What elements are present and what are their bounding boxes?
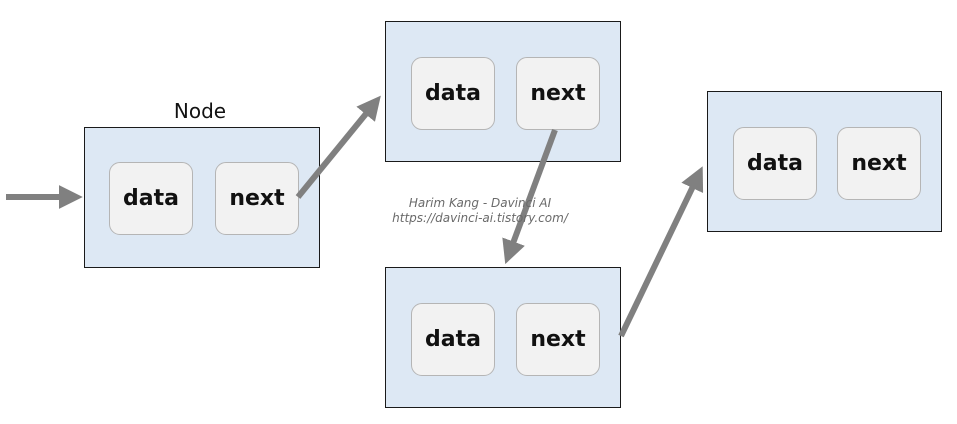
node-1-data-field: data xyxy=(109,162,193,235)
arrow-node3-to-node4 xyxy=(618,166,704,338)
node-4-data-field: data xyxy=(733,127,817,200)
watermark: Harim Kang - Davinci AI https://davinci-… xyxy=(380,196,580,226)
node-4: data next xyxy=(707,91,942,232)
node-2-data-field: data xyxy=(411,57,495,130)
watermark-author: Harim Kang - Davinci AI xyxy=(408,196,552,210)
node-3-data-field: data xyxy=(411,303,495,376)
node-2-next-field: next xyxy=(516,57,600,130)
node-1: data next xyxy=(84,127,320,268)
arrow-node2-to-node3 xyxy=(502,128,558,265)
node-2: data next xyxy=(385,21,621,162)
node-4-next-field: next xyxy=(837,127,921,200)
node-caption: Node xyxy=(173,99,227,123)
node-3: data next xyxy=(385,267,621,408)
node-1-next-field: next xyxy=(215,162,299,235)
node-3-next-field: next xyxy=(516,303,600,376)
arrow-node1-to-node2 xyxy=(295,95,381,199)
watermark-url: https://davinci-ai.tistory.com/ xyxy=(392,211,568,225)
